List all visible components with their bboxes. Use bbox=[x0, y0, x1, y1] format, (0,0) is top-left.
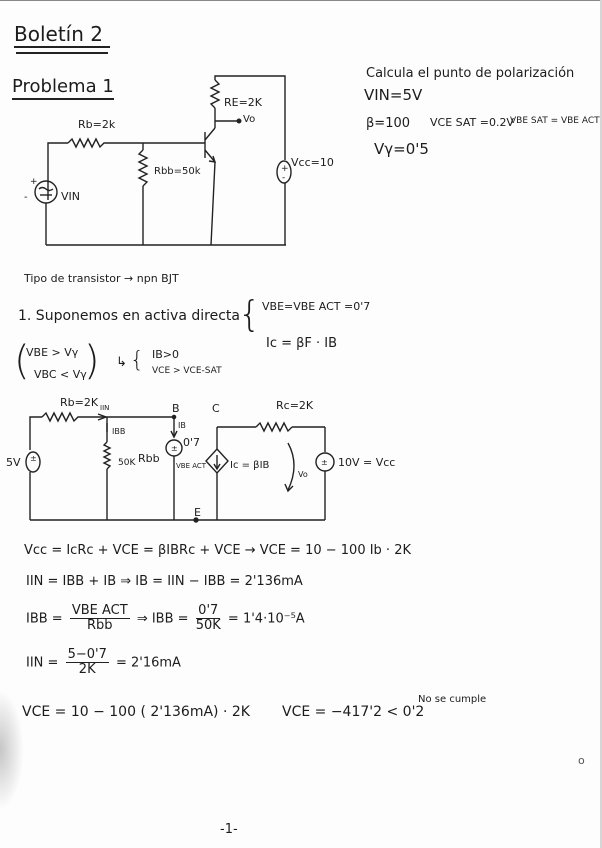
circuit1-re-label: RE=2K bbox=[224, 96, 263, 109]
page-top-edge bbox=[0, 0, 602, 1]
fraction-denominator: 50K bbox=[195, 618, 221, 634]
circuit2-node-e: E bbox=[194, 506, 201, 519]
equation-iin-fraction: 5−0'7 2K bbox=[65, 647, 109, 678]
circuit2-vcc-label: 10V = Vcc bbox=[338, 456, 396, 469]
page-title: Boletín 2 bbox=[14, 22, 103, 46]
fraction-numerator: VBE ACT bbox=[69, 603, 130, 620]
condition-vbc: VBC < Vγ bbox=[34, 368, 87, 381]
result-note: No se cumple bbox=[418, 694, 487, 705]
circuit2-rb-label: Rb=2K bbox=[60, 396, 99, 409]
fraction-denominator: 2K bbox=[78, 662, 96, 678]
circuit2-iin-label: IIN bbox=[100, 404, 110, 412]
condition-vbe: VBE > Vγ bbox=[26, 346, 79, 359]
assumption-heading: 1. Suponemos en activa directa bbox=[18, 308, 240, 324]
given-vce-sat: VCE SAT =0.2V bbox=[430, 116, 514, 129]
svg-text:±: ± bbox=[30, 454, 37, 463]
stray-mark: o bbox=[578, 754, 585, 767]
transistor-type: Tipo de transistor → npn BJT bbox=[24, 272, 179, 285]
circuit1-plus: + bbox=[30, 177, 38, 187]
eq-ic: Ic = βF · IB bbox=[266, 336, 338, 351]
circuit2-ic-label: Ic = βIB bbox=[230, 460, 270, 471]
equation-iin-lhs: IIN = bbox=[26, 655, 59, 671]
fraction-numerator: 0'7 bbox=[196, 603, 221, 620]
equation-ibb-lhs: IBB = bbox=[26, 611, 63, 627]
given-vgamma: Vγ=0'5 bbox=[374, 140, 429, 158]
fraction-denominator: Rbb bbox=[86, 618, 113, 634]
result-vce-value: VCE = −417'2 < 0'2 bbox=[282, 704, 425, 720]
task-statement: Calcula el punto de polarización bbox=[366, 66, 575, 81]
circuit2-vbe-label: VBE ACT bbox=[176, 462, 207, 470]
title-underline-2 bbox=[16, 52, 108, 54]
equation-iin: IIN = IBB + IB ⇒ IB = IIN − IBB = 2'136m… bbox=[26, 574, 303, 589]
circuit1-rb-label: Rb=2k bbox=[78, 118, 116, 131]
fraction-numerator: 5−0'7 bbox=[65, 647, 109, 664]
svg-text:±: ± bbox=[171, 444, 178, 453]
circuit2-node-b: B bbox=[172, 402, 180, 415]
page-right-edge bbox=[600, 0, 602, 848]
circuit2-rbb-value: 50K bbox=[118, 458, 136, 468]
condition-paren-left: ( bbox=[14, 338, 30, 384]
circuit1-minus: - bbox=[24, 192, 28, 203]
equation-ibb-fraction: VBE ACT Rbb bbox=[69, 603, 130, 634]
equation-iin-result: = 2'16mA bbox=[115, 655, 181, 671]
eq-vbe: VBE=VBE ACT =0'7 bbox=[262, 300, 371, 313]
equation-ibb-mid: ⇒ IBB = bbox=[136, 611, 189, 627]
circuit2-vbe-value: 0'7 bbox=[183, 436, 201, 449]
assumption-brace: { bbox=[238, 294, 261, 335]
svg-text:±: ± bbox=[321, 458, 328, 467]
circuit2-rbb-label: Rbb bbox=[138, 452, 160, 465]
equation-vcc: Vcc = IcRc + VCE = βIBRc + VCE → VCE = 1… bbox=[24, 543, 411, 558]
equation-ibb-fraction-2: 0'7 50K bbox=[195, 603, 221, 634]
scan-shadow bbox=[0, 690, 24, 810]
circuit2-ibb-label: IBB bbox=[112, 427, 126, 436]
problem-heading: Problema 1 bbox=[12, 76, 114, 97]
given-vin: VIN=5V bbox=[364, 86, 423, 104]
circuit2-vo-label: Vo bbox=[298, 470, 308, 479]
circuit2-node-c: C bbox=[212, 402, 220, 415]
condition-paren-right: ) bbox=[84, 338, 100, 384]
svg-text:+: + bbox=[281, 164, 289, 174]
equation-iin-value: IIN = 5−0'7 2K = 2'16mA bbox=[26, 647, 181, 678]
implies-brace: { bbox=[130, 348, 144, 373]
circuit1-vo-label: Vo bbox=[243, 114, 256, 125]
condition-ib: IB>0 bbox=[152, 348, 180, 361]
title-underline bbox=[14, 46, 110, 48]
circuit1-vin-label: VIN bbox=[61, 190, 80, 203]
given-vbe-sat: VBE SAT = VBE ACT =0'7 bbox=[510, 116, 602, 126]
result-vce-expression: VCE = 10 − 100 ( 2'136mA) · 2K bbox=[22, 704, 250, 720]
equation-ibb: IBB = VBE ACT Rbb ⇒ IBB = 0'7 50K = 1'4·… bbox=[26, 603, 305, 634]
given-beta: β=100 bbox=[366, 116, 411, 131]
circuit2-rc-label: Rc=2K bbox=[276, 399, 314, 412]
circuit1-rbb-label: Rbb=50k bbox=[154, 166, 201, 177]
circuit1-vcc-label: Vcc=10 bbox=[291, 156, 334, 169]
equation-ibb-result: = 1'4·10⁻⁵A bbox=[227, 611, 305, 627]
circuit2-5v-label: 5V bbox=[6, 456, 21, 469]
problem-underline bbox=[12, 98, 114, 100]
implies-arrow: ↳ bbox=[116, 355, 127, 370]
condition-vce: VCE > VCE-SAT bbox=[152, 366, 222, 376]
svg-text:-: - bbox=[282, 173, 285, 183]
page-number: -1- bbox=[220, 822, 238, 837]
circuit2-ib-label: IB bbox=[178, 421, 186, 430]
